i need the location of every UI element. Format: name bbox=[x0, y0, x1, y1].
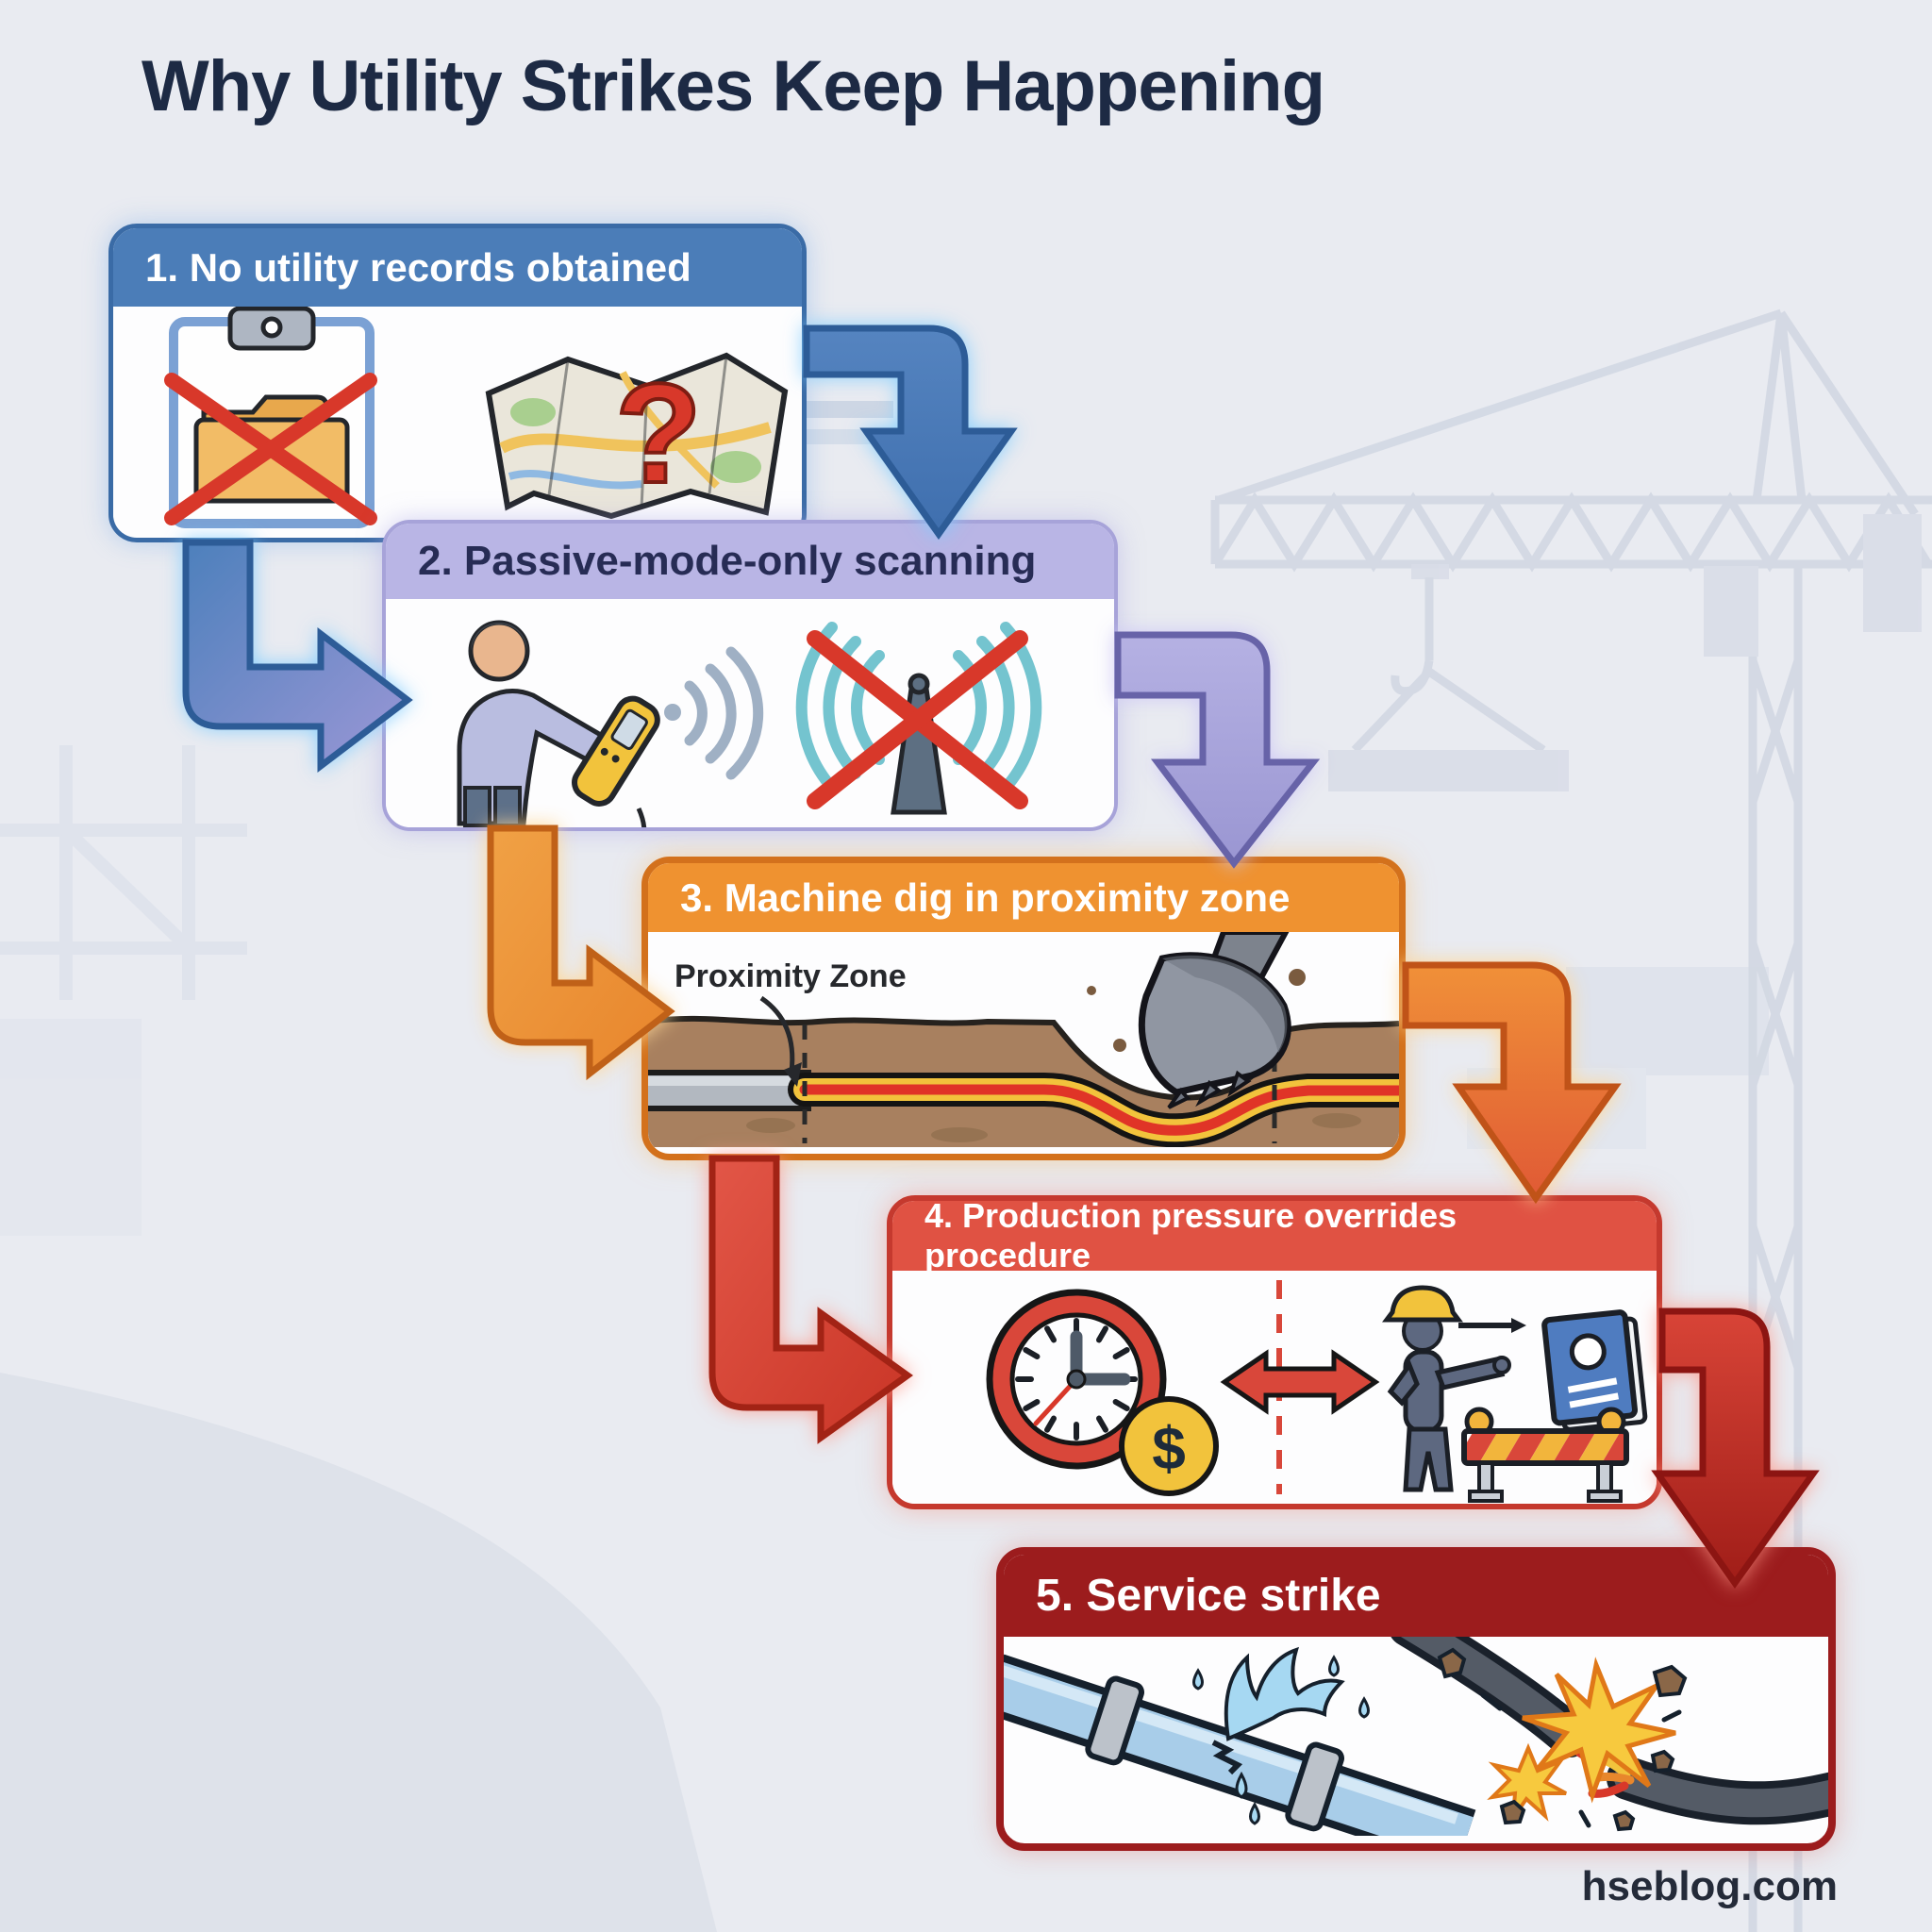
crossed-out-folder-icon bbox=[164, 373, 377, 525]
step-4-body: $ bbox=[892, 1271, 1657, 1504]
worker-dismissing-icon bbox=[1382, 1285, 1511, 1492]
step-1-label: 1. No utility records obtained bbox=[145, 244, 691, 290]
step-2-box: 2. Passive-mode-only scanning bbox=[382, 520, 1118, 831]
water-splash-icon bbox=[1224, 1646, 1345, 1741]
tradeoff-double-arrow-icon bbox=[1220, 1349, 1380, 1415]
crane-hook-and-load-silhouette bbox=[1328, 564, 1569, 791]
step-4-header: 4. Production pressure overrides procedu… bbox=[892, 1201, 1657, 1274]
step-3-label: 3. Machine dig in proximity zone bbox=[680, 874, 1291, 920]
page-title: Why Utility Strikes Keep Happening bbox=[142, 46, 1325, 126]
money-coin-icon: $ bbox=[1119, 1396, 1219, 1496]
step-1-header: 1. No utility records obtained bbox=[113, 228, 802, 307]
step-3-body: Proximity Zone bbox=[648, 932, 1399, 1147]
spark-flash-icon bbox=[1487, 1657, 1676, 1825]
step-4-box: 4. Production pressure overrides procedu… bbox=[887, 1195, 1662, 1509]
step-5-body bbox=[1004, 1637, 1828, 1836]
buried-marker-tape-icon bbox=[788, 1073, 1399, 1147]
proximity-zone-callout: Proximity Zone bbox=[675, 958, 907, 1087]
map-question-icon: ? bbox=[485, 352, 789, 520]
procedure-book-icon bbox=[1541, 1309, 1648, 1432]
crossed-out-transmitter-icon bbox=[795, 622, 1042, 815]
proximity-zone-dashed-lines-icon bbox=[802, 1024, 1277, 1143]
red-x-icon bbox=[807, 630, 1028, 809]
red-x-icon bbox=[164, 373, 377, 525]
pointer-arrow-icon bbox=[1458, 1318, 1526, 1333]
clock-icon bbox=[986, 1289, 1167, 1470]
step-2-header: 2. Passive-mode-only scanning bbox=[386, 524, 1114, 599]
step-3-header: 3. Machine dig in proximity zone bbox=[648, 863, 1399, 932]
site-credit: hseblog.com bbox=[1581, 1863, 1838, 1909]
step-5-box: 5. Service strike bbox=[996, 1547, 1836, 1851]
step-3-box: 3. Machine dig in proximity zone bbox=[641, 857, 1406, 1160]
step-1-body: ? bbox=[113, 307, 802, 533]
work-barrier-icon bbox=[1461, 1407, 1629, 1503]
dollar-sign: $ bbox=[1152, 1414, 1186, 1482]
ground-mound-silhouette bbox=[0, 1373, 717, 1932]
step-5-label: 5. Service strike bbox=[1036, 1571, 1381, 1621]
step-1-box: 1. No utility records obtained bbox=[108, 224, 807, 542]
signal-waves-icon bbox=[664, 646, 764, 780]
buried-pipe-icon bbox=[648, 1070, 811, 1111]
debris-icon bbox=[1437, 1647, 1688, 1832]
step-5-header: 5. Service strike bbox=[1004, 1555, 1828, 1637]
proximity-zone-label: Proximity Zone bbox=[675, 958, 907, 994]
scaffolding-silhouette bbox=[0, 745, 247, 1236]
question-mark-icon: ? bbox=[615, 354, 702, 512]
step-2-label: 2. Passive-mode-only scanning bbox=[418, 538, 1037, 584]
step-2-body bbox=[386, 599, 1114, 827]
surveyor-with-cable-locator-icon bbox=[457, 620, 660, 827]
excavator-bucket-icon bbox=[1087, 932, 1306, 1109]
step-4-label: 4. Production pressure overrides procedu… bbox=[924, 1196, 1457, 1274]
burst-water-pipe-icon bbox=[1004, 1646, 1476, 1836]
